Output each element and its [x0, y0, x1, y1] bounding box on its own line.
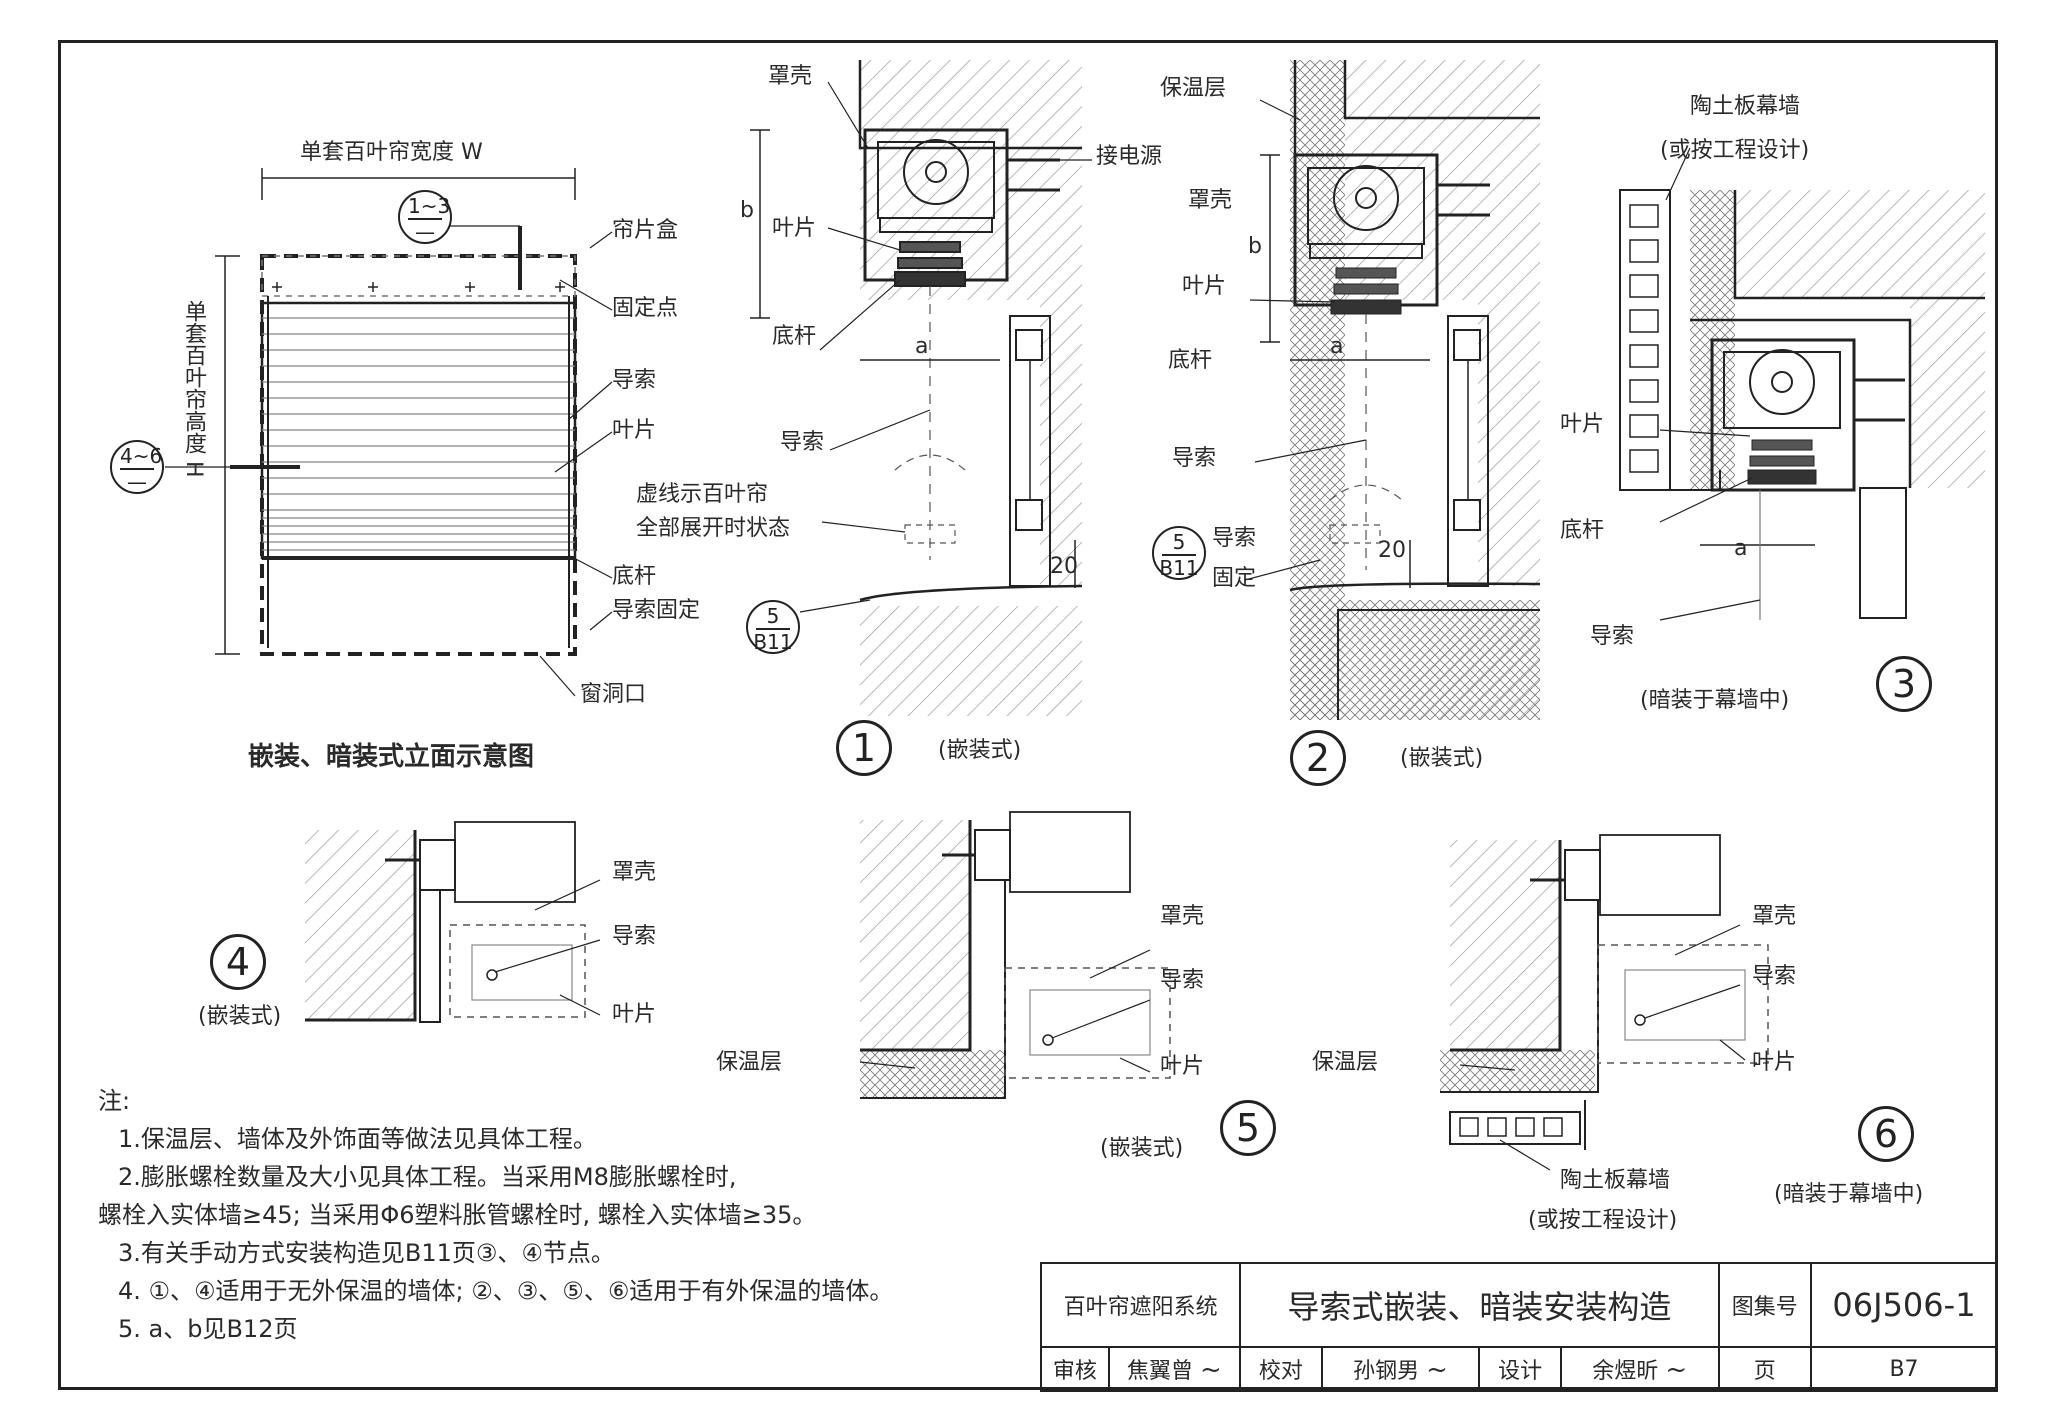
checker-signature: ~ — [1426, 1355, 1448, 1385]
d4-label-cover: 罩壳 — [612, 860, 657, 885]
note-line: 4. ①、④适用于无外保温的墙体; ②、③、⑤、⑥适用于有外保温的墙体。 — [118, 1277, 894, 1305]
detail-3-section — [1619, 147, 1985, 621]
elevation-schematic — [165, 168, 613, 697]
tb-checker: 孙钢男 ~ — [1320, 1346, 1481, 1392]
d2-dim-b: b — [1248, 234, 1262, 259]
section-ref-4-6: 4~6— — [110, 440, 164, 494]
d3-label-bottom-bar: 底杆 — [1560, 518, 1605, 543]
detail-3-caption: (暗装于幕墙中) — [1640, 688, 1790, 713]
title-block: 百叶帘遮阳系统 导索式嵌装、暗装安装构造 图集号 06J506-1 审核 焦翼曾… — [1039, 1262, 1999, 1392]
d2-label-guide-cable: 导索 — [1172, 446, 1217, 471]
d2-label-bottom-bar: 底杆 — [1168, 348, 1213, 373]
d1-dim-a: a — [915, 334, 929, 359]
d6-label-cover: 罩壳 — [1752, 904, 1797, 929]
d5-label-guide-cable: 导索 — [1160, 968, 1205, 993]
note-line: 3.有关手动方式安装构造见B11页③、④节点。 — [118, 1239, 615, 1267]
d3-label-terracotta: 陶土板幕墙 — [1690, 94, 1801, 119]
d2-label-fixed: 固定 — [1212, 566, 1257, 591]
label-fixing-point: 固定点 — [612, 296, 679, 321]
d1-label-dashed-note-2: 全部展开时状态 — [636, 516, 791, 541]
tb-review-label: 审核 — [1040, 1346, 1110, 1392]
label-window-opening: 窗洞口 — [580, 682, 647, 707]
elevation-title: 嵌装、暗装式立面示意图 — [248, 742, 535, 772]
d1-label-dashed-note: 虚线示百叶帘 — [636, 482, 769, 507]
detail-1-section — [750, 60, 1092, 716]
note-line: 1.保温层、墙体及外饰面等做法见具体工程。 — [118, 1125, 597, 1153]
d3-label-or-design: (或按工程设计) — [1660, 138, 1810, 163]
d6-label-slat: 叶片 — [1752, 1050, 1797, 1075]
detail-6-caption: (暗装于幕墙中) — [1774, 1182, 1924, 1207]
note-line: 2.膨胀螺栓数量及大小见具体工程。当采用M8膨胀螺栓时, — [118, 1163, 737, 1191]
section-ref-1-3: 1~3— — [398, 190, 452, 244]
tb-atlas-label: 图集号 — [1717, 1262, 1812, 1348]
detail-2-caption: (嵌装式) — [1400, 746, 1484, 771]
d2-dim-20: 20 — [1378, 538, 1406, 563]
d1-label-power: 接电源 — [1096, 144, 1163, 169]
d1-dim-20: 20 — [1050, 554, 1078, 579]
d5-label-cover: 罩壳 — [1160, 904, 1205, 929]
width-label: 单套百叶帘宽度 W — [300, 140, 483, 165]
detail-5-section — [859, 811, 1171, 1099]
note-line: 5. a、b见B12页 — [118, 1315, 298, 1343]
note-line: 螺栓入实体墙≥45; 当采用Φ6塑料胀管螺栓时, 螺栓入实体墙≥35。 — [98, 1201, 817, 1229]
d2-label-insulation: 保温层 — [1160, 76, 1227, 101]
detail-5-number: 5 — [1220, 1100, 1276, 1156]
d1-label-cover: 罩壳 — [768, 64, 813, 89]
tb-system: 百叶帘遮阳系统 — [1039, 1262, 1242, 1348]
detail-1-number: 1 — [836, 720, 892, 776]
height-label: 单套百叶帘高度 H — [181, 300, 206, 478]
d6-label-or-design: (或按工程设计) — [1528, 1208, 1678, 1233]
d6-label-terracotta: 陶土板幕墙 — [1560, 1168, 1671, 1193]
d5-label-insulation: 保温层 — [716, 1050, 783, 1075]
tb-reviewer: 焦翼曾 ~ — [1107, 1346, 1242, 1392]
detail-4-caption: (嵌装式) — [198, 1004, 282, 1029]
detail-3-number: 3 — [1876, 656, 1932, 712]
reviewer-signature: ~ — [1200, 1355, 1222, 1385]
d6-label-guide-cable: 导索 — [1752, 964, 1797, 989]
tb-designer: 余煜昕 ~ — [1559, 1346, 1720, 1392]
d1-label-slat: 叶片 — [772, 216, 817, 241]
d5-label-slat: 叶片 — [1160, 1054, 1205, 1079]
d3-label-slat: 叶片 — [1560, 412, 1605, 437]
d3-label-guide-cable: 导索 — [1590, 624, 1635, 649]
d1-label-bottom-bar: 底杆 — [772, 324, 817, 349]
d4-label-slat: 叶片 — [612, 1002, 657, 1027]
d1-label-guide-cable: 导索 — [780, 430, 825, 455]
label-slat: 叶片 — [612, 418, 657, 443]
d3-dim-a: a — [1734, 536, 1748, 561]
detail-6-number: 6 — [1858, 1106, 1914, 1162]
tb-check-label: 校对 — [1239, 1346, 1323, 1392]
d2-dim-a: a — [1330, 334, 1344, 359]
label-cable-fixing: 导索固定 — [612, 598, 701, 623]
notes-heading: 注: — [98, 1087, 131, 1115]
d1-dim-b: b — [740, 198, 754, 223]
designer-signature: ~ — [1665, 1355, 1688, 1385]
label-slat-box: 帘片盒 — [612, 218, 679, 243]
d2-label-cable-fix: 导索 — [1212, 526, 1257, 551]
detail-1-caption: (嵌装式) — [938, 738, 1022, 763]
tb-atlas-no: 06J506-1 — [1809, 1262, 1999, 1348]
d2-label-cover: 罩壳 — [1188, 188, 1233, 213]
label-guide-cable: 导索 — [612, 368, 657, 393]
d2-label-slat: 叶片 — [1182, 274, 1227, 299]
tb-page-no: B7 — [1809, 1346, 1999, 1392]
sheet-border — [58, 40, 1998, 1390]
label-bottom-bar: 底杆 — [612, 564, 657, 589]
d6-label-insulation: 保温层 — [1312, 1050, 1379, 1075]
detail-4-number: 4 — [210, 934, 266, 990]
detail-2-section — [1244, 60, 1541, 720]
tb-title: 导索式嵌装、暗装安装构造 — [1239, 1262, 1720, 1348]
tb-page-label: 页 — [1717, 1346, 1812, 1392]
detail-6-section — [1440, 834, 1769, 1171]
detail-5-caption: (嵌装式) — [1100, 1136, 1184, 1161]
detail-4-section — [305, 821, 601, 1023]
d4-label-guide-cable: 导索 — [612, 924, 657, 949]
detail-2-number: 2 — [1290, 730, 1346, 786]
tb-design-label: 设计 — [1478, 1346, 1562, 1392]
notes-block: 注: 1.保温层、墙体及外饰面等做法见具体工程。 2.膨胀螺栓数量及大小见具体工… — [98, 1082, 893, 1348]
